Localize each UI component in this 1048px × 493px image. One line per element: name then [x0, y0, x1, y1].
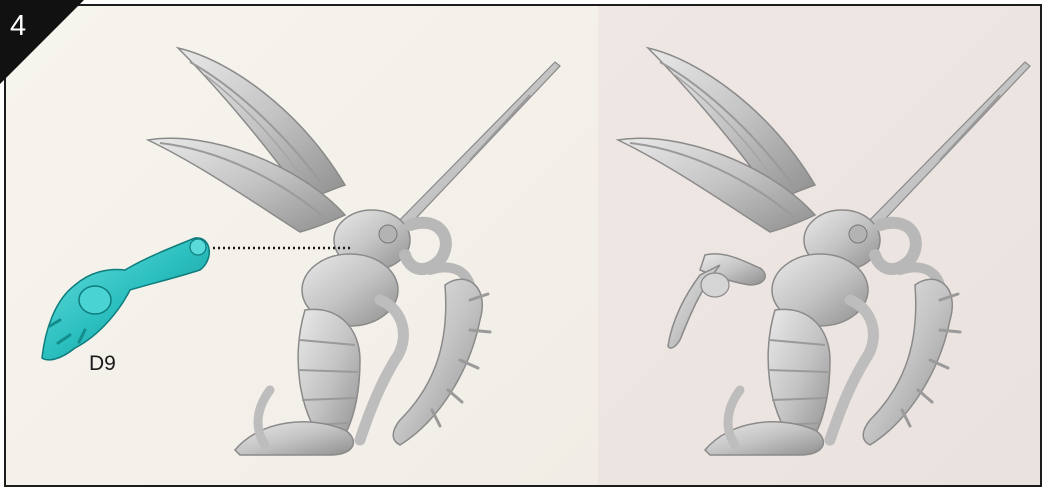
part-label: D9 — [89, 352, 116, 376]
step-number: 4 — [10, 12, 26, 41]
wasp-model-assembled — [618, 48, 1030, 455]
part-d9-highlight — [42, 238, 209, 360]
